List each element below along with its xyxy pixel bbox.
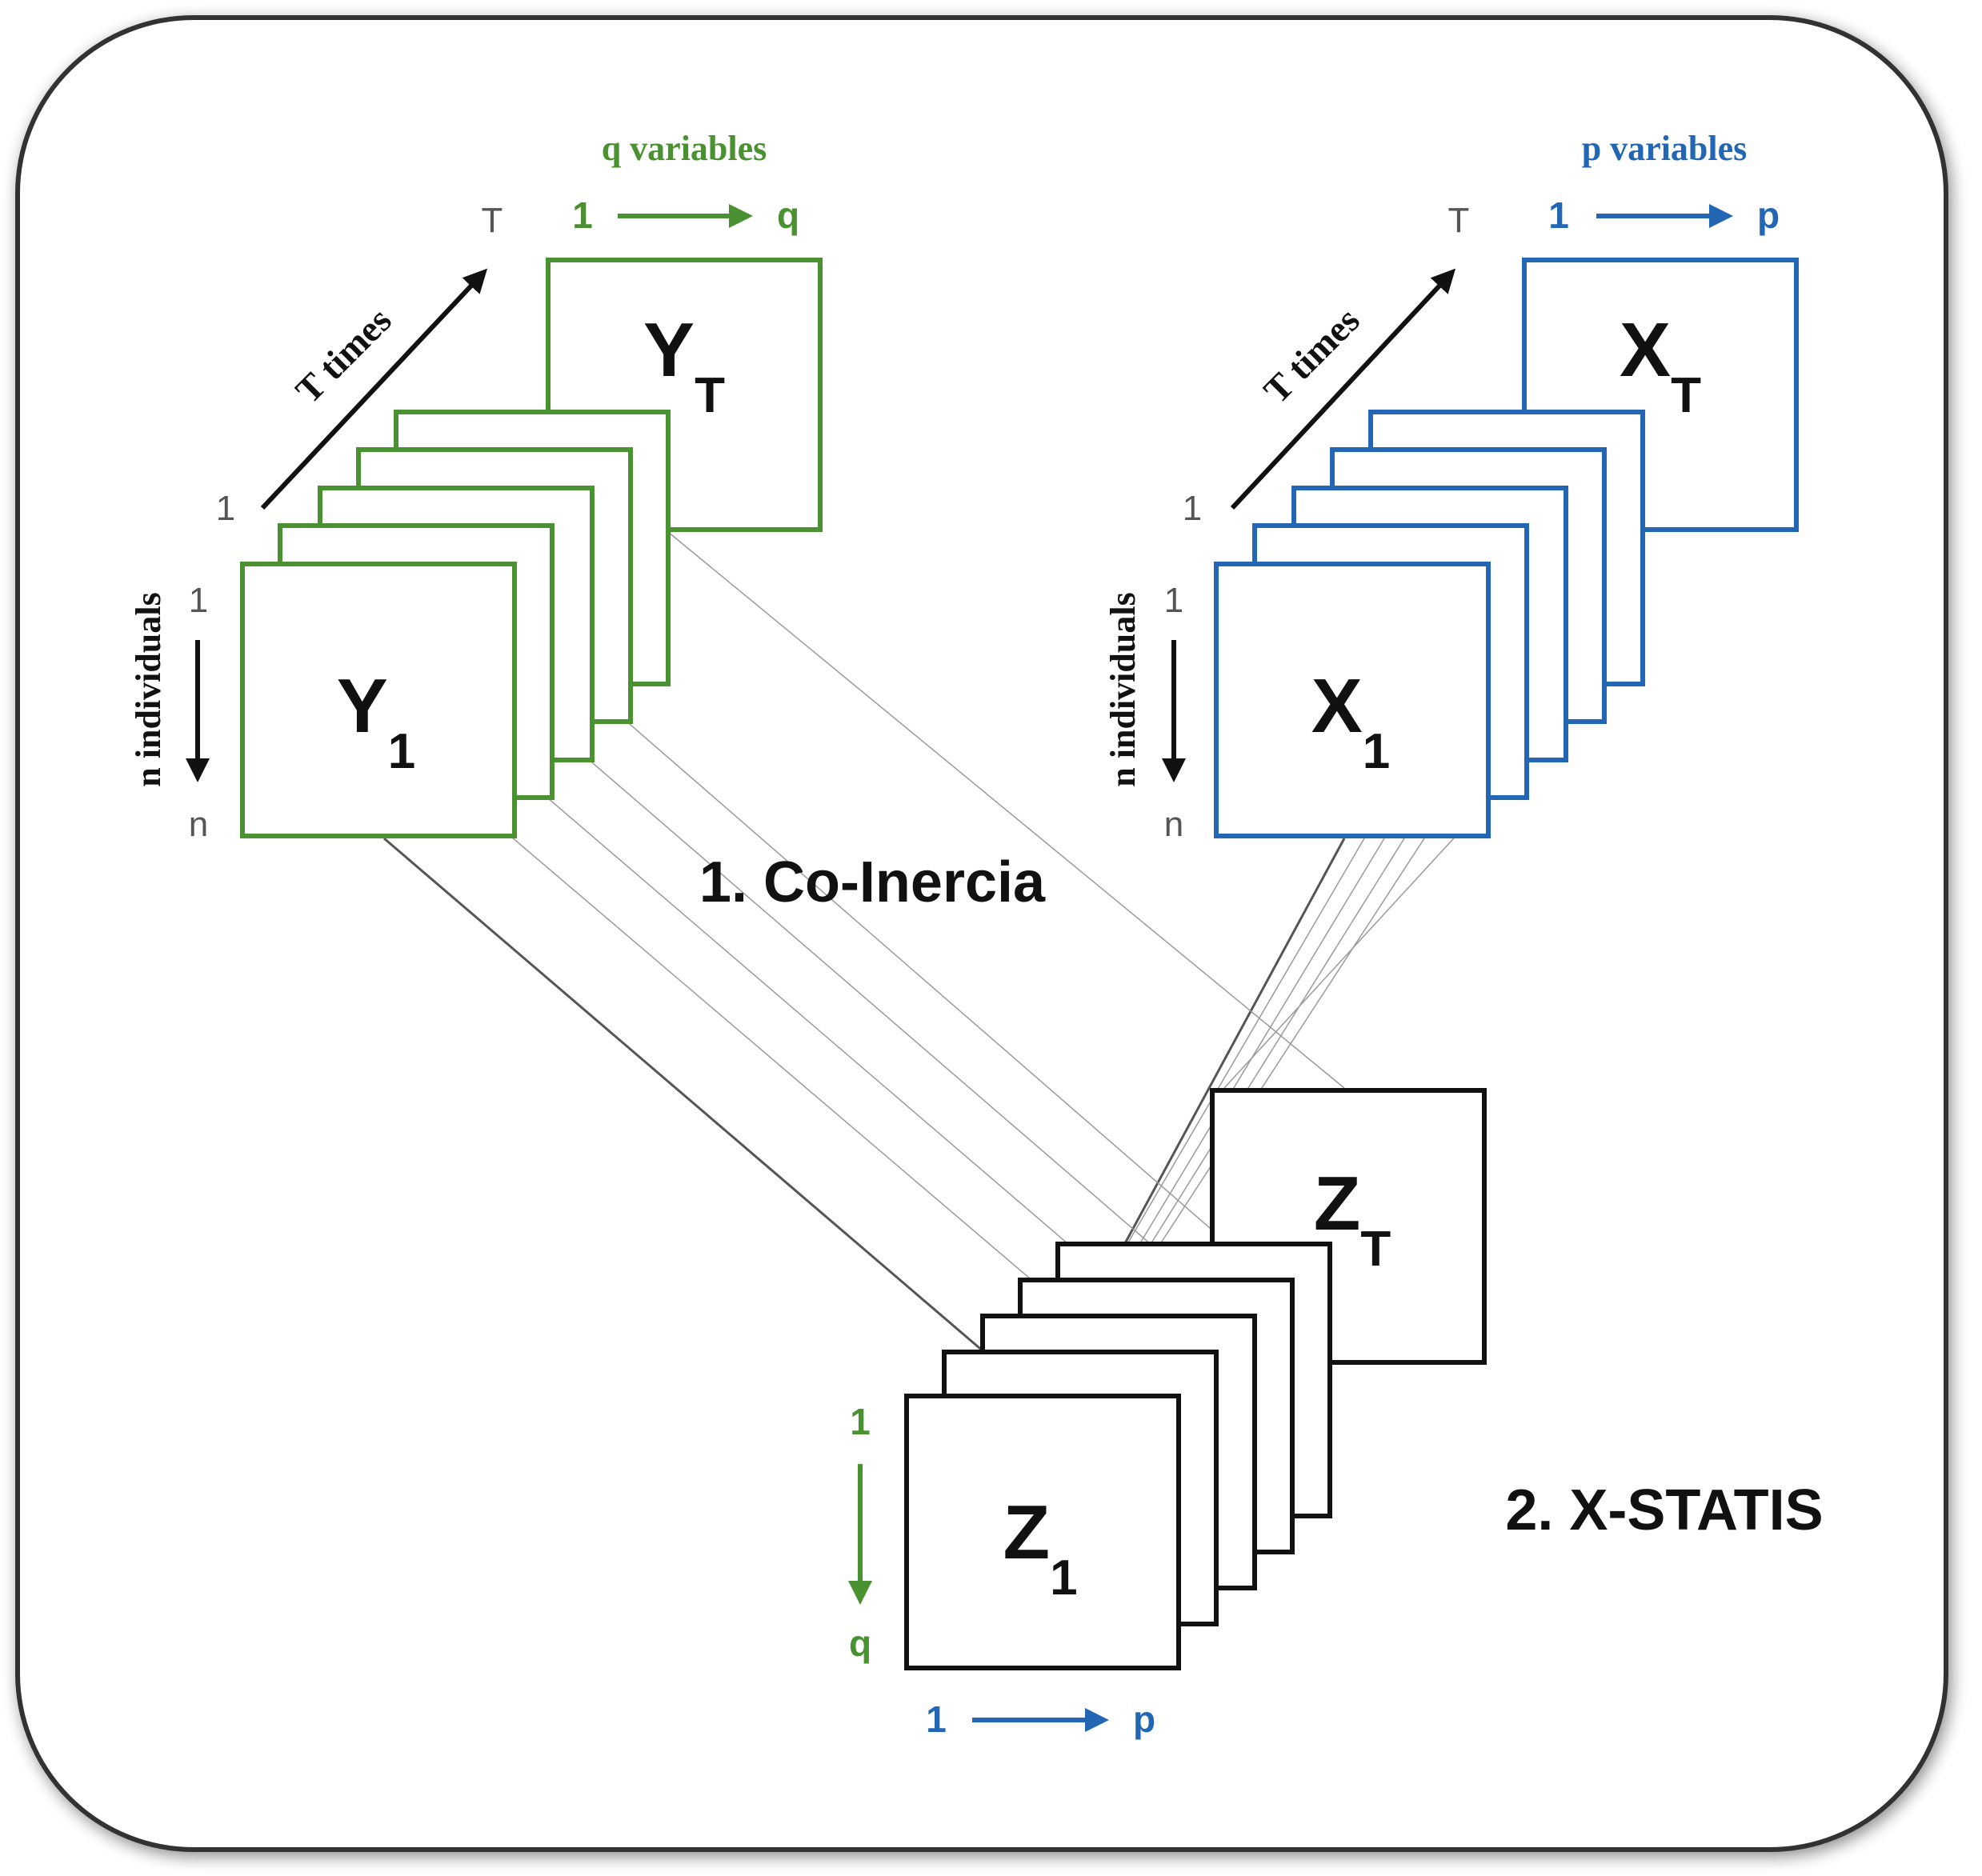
x-row-end: n — [1164, 805, 1183, 844]
y-row-end: n — [189, 805, 208, 844]
y-col-end: q — [777, 194, 799, 236]
connector-y-3 — [507, 763, 1153, 1317]
connector-lines — [383, 531, 1497, 1402]
step1-label: 1. Co-Inercia — [699, 850, 1046, 914]
x-col-start: 1 — [1548, 194, 1569, 236]
y-time-start: 1 — [216, 489, 235, 528]
z-col-start: 1 — [926, 1698, 947, 1740]
x-time-end: T — [1448, 201, 1470, 240]
x-first-label: X1 — [1311, 663, 1391, 779]
connector-x-5 — [1159, 838, 1425, 1245]
x-row-start: 1 — [1164, 581, 1183, 620]
y-col-start: 1 — [572, 194, 593, 236]
x-col-end: p — [1757, 194, 1780, 236]
x-row-label: n individuals — [1103, 592, 1143, 786]
y-matrix-first — [240, 562, 517, 838]
connector-y-5 — [587, 687, 1229, 1245]
step2-label: 2. X-STATIS — [1505, 1478, 1823, 1542]
z-matrix-stack — [904, 1088, 1487, 1670]
y-time-arrow — [260, 268, 488, 510]
y-row-start: 1 — [189, 581, 208, 620]
connector-x-6 — [1223, 791, 1497, 1089]
z-row-end: q — [849, 1622, 871, 1664]
y-last-label: YT — [643, 307, 725, 423]
x-time-arrow — [1230, 268, 1456, 510]
z-col-end: p — [1133, 1698, 1155, 1740]
x-matrix-stack — [1214, 258, 1799, 838]
connector-y-4 — [551, 727, 1193, 1281]
z-last-label: ZT — [1314, 1161, 1391, 1277]
y-row-label: n individuals — [129, 592, 168, 786]
connector-x-4 — [1127, 838, 1405, 1281]
z-matrix-first — [904, 1394, 1181, 1670]
x-last-label: XT — [1620, 307, 1701, 423]
y-first-label: Y1 — [337, 663, 416, 779]
y-matrix-stack — [240, 258, 823, 838]
z-row-start: 1 — [850, 1401, 871, 1442]
x-header: p variables — [1582, 129, 1748, 168]
connector-x-3 — [1095, 838, 1385, 1317]
y-time-end: T — [482, 201, 503, 240]
y-header: q variables — [602, 129, 767, 168]
z-first-label: Z1 — [1003, 1490, 1077, 1606]
x-time-start: 1 — [1183, 489, 1202, 528]
connector-y-2 — [467, 799, 1117, 1353]
connector-y-main — [383, 837, 1041, 1402]
connector-y-6 — [667, 531, 1345, 1089]
x-matrix-first — [1214, 562, 1491, 838]
